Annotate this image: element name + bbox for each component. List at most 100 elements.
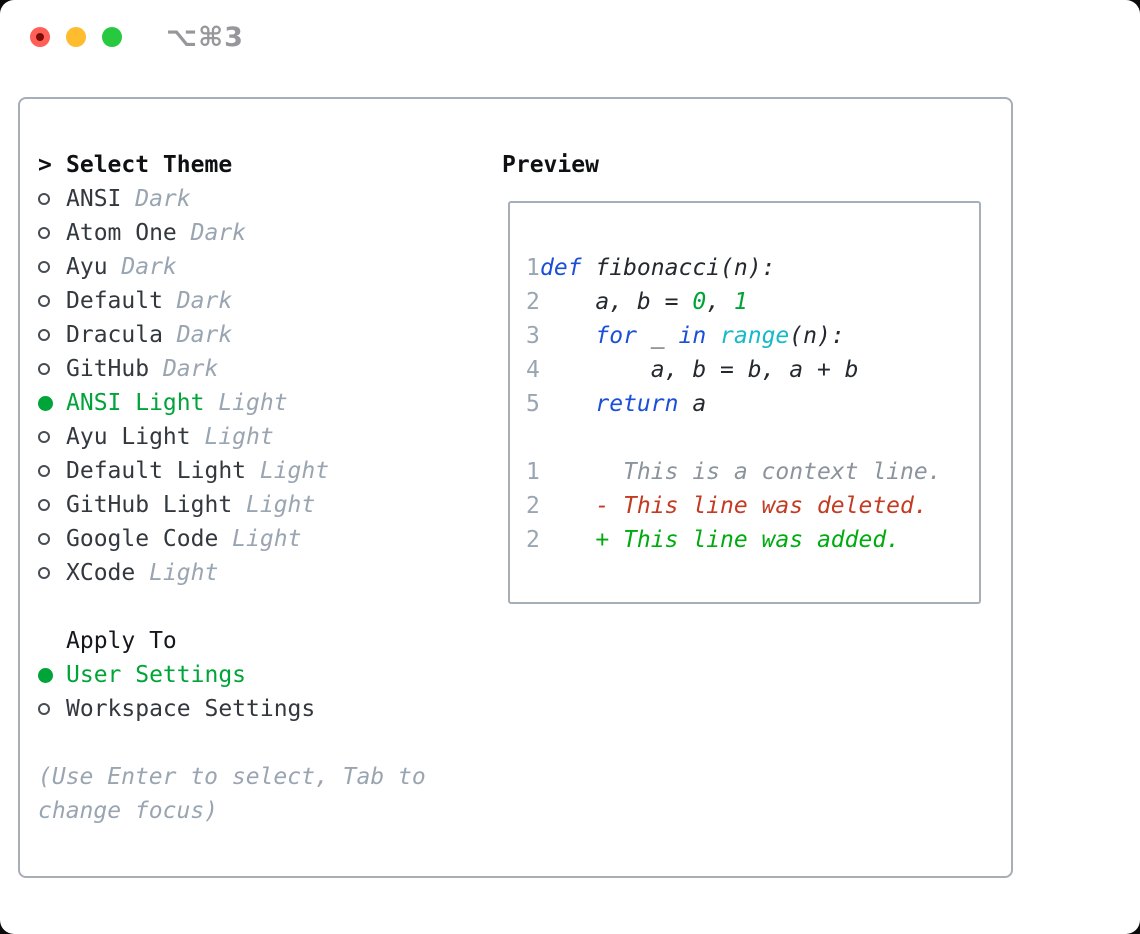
code-line: 4 a, b = b, a + b	[526, 353, 979, 387]
theme-variant-label: Light	[190, 424, 274, 450]
code-token: in	[678, 323, 707, 349]
code-line: 3 for _ in range(n):	[526, 319, 979, 353]
prompt-cursor-icon: >	[38, 152, 52, 178]
theme-option[interactable]: Ayu Light Light	[38, 420, 488, 454]
code-token: 1	[733, 289, 748, 315]
theme-option[interactable]: XCode Light	[38, 556, 488, 590]
code-token: (n):	[789, 323, 845, 349]
radio-marker	[38, 533, 66, 545]
radio-icon	[38, 431, 50, 443]
theme-option[interactable]: Default Light Light	[38, 454, 488, 488]
diff-line: 2 - This line was deleted.	[526, 489, 979, 523]
radio-icon	[38, 227, 50, 239]
minimize-button[interactable]	[66, 27, 86, 47]
theme-name: Google Code	[66, 526, 219, 552]
theme-variant-label: Dark	[162, 322, 233, 348]
theme-option[interactable]: ANSI Dark	[38, 182, 488, 216]
radio-icon	[38, 499, 50, 511]
radio-icon	[38, 363, 50, 375]
code-token: _	[636, 323, 679, 349]
theme-name: Atom One	[66, 220, 177, 246]
apply-to-title: Apply To	[66, 628, 177, 654]
theme-name: Ayu Light	[66, 424, 191, 450]
line-number: 2	[526, 527, 540, 553]
theme-option[interactable]: Dracula Dark	[38, 318, 488, 352]
radio-icon	[38, 703, 50, 715]
code-token: 0	[692, 289, 707, 315]
code-token: - This line was deleted.	[540, 493, 928, 519]
spacer	[38, 726, 488, 760]
code-line: 5 return a	[526, 387, 979, 421]
code-token: fibonacci(n):	[581, 255, 776, 281]
code-token: return	[595, 391, 679, 417]
radio-marker	[38, 499, 66, 511]
theme-variant-label: Dark	[107, 254, 177, 280]
theme-option[interactable]: Google Code Light	[38, 522, 488, 556]
line-number: 4	[526, 357, 540, 383]
code-token: for	[595, 323, 637, 349]
code-line: 1def fibonacci(n):	[526, 251, 979, 285]
theme-name: ANSI	[66, 186, 122, 212]
radio-marker	[38, 363, 66, 375]
radio-marker	[38, 703, 66, 715]
theme-name: Default Light	[66, 458, 247, 484]
line-number: 1	[526, 459, 540, 485]
close-button[interactable]	[30, 27, 50, 47]
radio-marker	[38, 465, 66, 477]
code-line: 2 a, b = 0, 1	[526, 285, 979, 319]
code-token: a, b =	[540, 289, 693, 315]
radio-marker	[38, 667, 66, 683]
theme-name: GitHub	[66, 356, 150, 382]
theme-variant-label: Dark	[162, 288, 233, 314]
diff-line: 1 This is a context line.	[526, 455, 979, 489]
line-number: 5	[526, 391, 540, 417]
apply-option[interactable]: Workspace Settings	[38, 692, 488, 726]
code-token: ,	[706, 289, 734, 315]
apply-option[interactable]: User Settings	[38, 658, 488, 692]
theme-variant-label: Light	[204, 390, 288, 416]
theme-option[interactable]: ANSI Light Light	[38, 386, 488, 420]
code-token: a	[678, 391, 707, 417]
line-number: 2	[526, 493, 540, 519]
radio-marker	[38, 567, 66, 579]
radio-icon	[38, 261, 50, 273]
radio-marker	[38, 329, 66, 341]
diff-line: 2 + This line was added.	[526, 523, 979, 557]
zoom-button[interactable]	[102, 27, 122, 47]
theme-variant-label: Dark	[176, 220, 247, 246]
line-number: 1	[526, 255, 540, 281]
radio-icon	[38, 533, 50, 545]
code-token	[540, 323, 595, 349]
code-token	[540, 391, 595, 417]
theme-option[interactable]: Default Dark	[38, 284, 488, 318]
code-token: + This line was added.	[540, 527, 901, 553]
theme-option[interactable]: Atom One Dark	[38, 216, 488, 250]
window-titlebar: ⌥⌘3	[0, 0, 1140, 75]
theme-name: Default	[66, 288, 163, 314]
theme-name: ANSI Light	[66, 390, 205, 416]
radio-marker	[38, 395, 66, 411]
radio-icon	[38, 329, 50, 341]
theme-name: Ayu	[66, 254, 108, 280]
theme-option[interactable]: GitHub Light Light	[38, 488, 488, 522]
theme-option[interactable]: GitHub Dark	[38, 352, 488, 386]
code-token: def	[540, 255, 582, 281]
code-token: a, b = b, a + b	[540, 357, 859, 383]
theme-variant-label: Light	[135, 560, 219, 586]
radio-marker	[38, 193, 66, 205]
apply-option-label: Workspace Settings	[66, 696, 316, 722]
radio-selected-icon	[38, 395, 53, 411]
spacer	[38, 590, 488, 624]
radio-icon	[38, 295, 50, 307]
blank-line	[526, 421, 979, 455]
radio-marker	[38, 227, 66, 239]
code-token: range	[720, 323, 790, 349]
theme-variant-label: Dark	[121, 186, 191, 212]
apply-to-heading: Apply To	[38, 624, 488, 658]
theme-name: XCode	[66, 560, 136, 586]
theme-option[interactable]: Ayu Dark	[38, 250, 488, 284]
